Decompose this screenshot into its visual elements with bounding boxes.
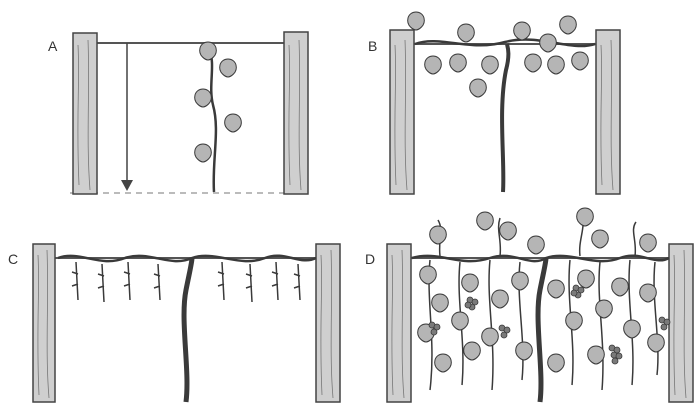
post-left — [387, 244, 411, 402]
post-right — [596, 30, 620, 194]
panel-d: D — [365, 208, 693, 402]
post-right — [284, 32, 308, 194]
panel-label-c: C — [8, 251, 18, 267]
young-vine-shoot — [209, 48, 216, 192]
post-left — [33, 244, 55, 402]
panel-c: C — [8, 244, 340, 402]
post-right — [669, 244, 693, 402]
stake-arrow-icon — [121, 180, 133, 191]
vine-trunk — [184, 258, 192, 402]
panel-a: A — [48, 32, 310, 194]
grape-leaf-icon — [195, 42, 242, 162]
panel-label-b: B — [368, 38, 377, 54]
vine-cordon — [415, 40, 595, 46]
grape-leaf-icon — [408, 12, 589, 97]
vine-trunk — [538, 258, 546, 402]
panel-label-d: D — [365, 251, 375, 267]
panel-b: B — [368, 12, 620, 194]
vine-trunk — [502, 44, 508, 192]
post-left — [73, 33, 97, 194]
panel-label-a: A — [48, 38, 58, 54]
post-left — [390, 30, 414, 194]
post-right — [316, 244, 340, 402]
